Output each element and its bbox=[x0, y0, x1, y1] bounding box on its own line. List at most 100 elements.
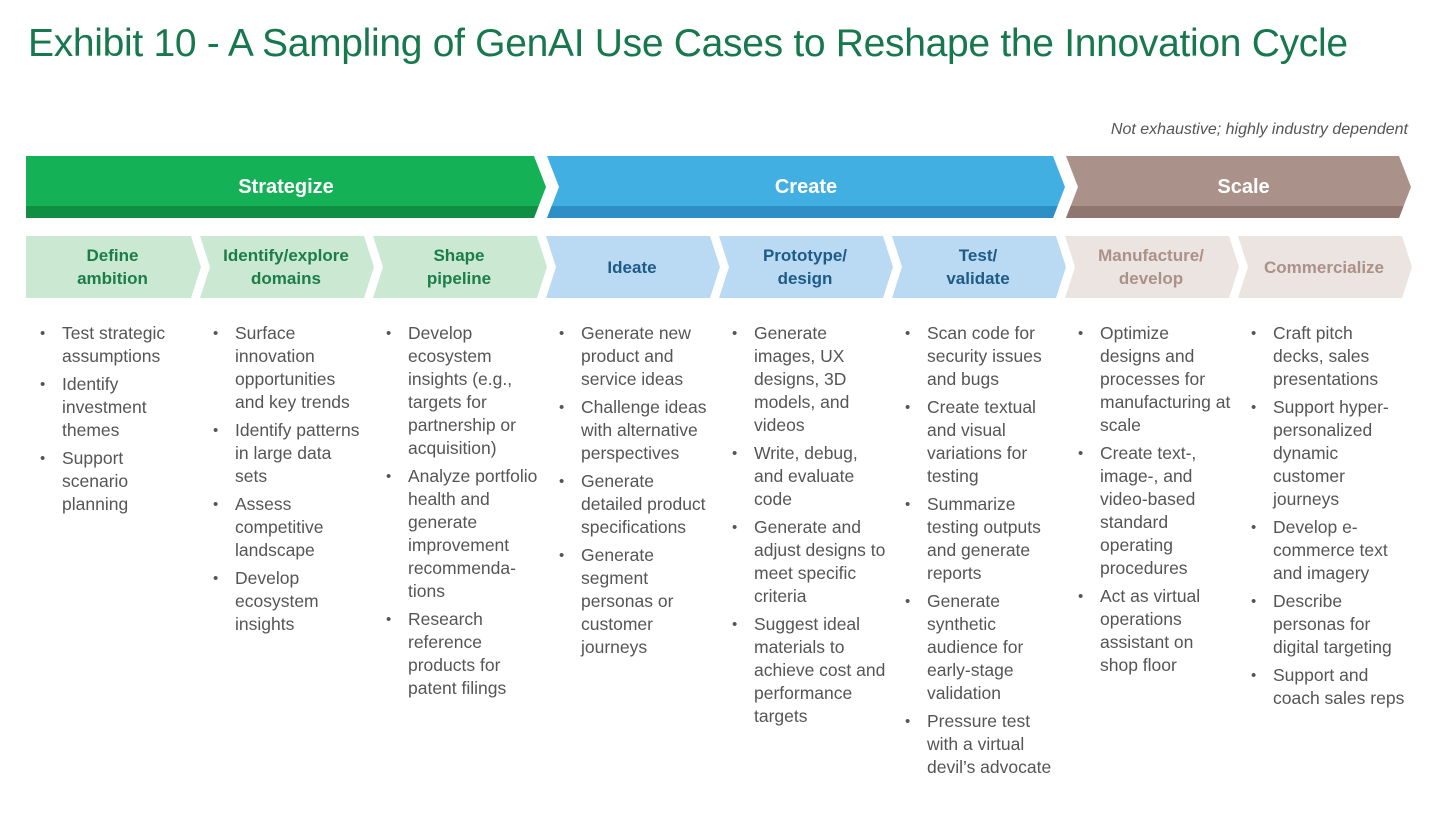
bullet-icon: • bbox=[1251, 667, 1257, 684]
step-manufacture-develop: Manufacture/ develop bbox=[1065, 236, 1239, 298]
step-label-prototype-design: Prototype/ design bbox=[762, 246, 848, 288]
use-case-list-ideate: •Generate new product and service ideas•… bbox=[545, 322, 713, 664]
use-case-item: •Generate segment personas or customer j… bbox=[545, 544, 713, 659]
use-case-item: •Test strategic assumptions bbox=[26, 322, 194, 368]
use-case-text: Develop e-commerce text and imagery bbox=[1273, 517, 1388, 583]
step-label-test-validate: Test/ validate bbox=[946, 246, 1010, 288]
bullet-icon: • bbox=[559, 399, 565, 416]
use-case-list-commercialize: •Craft pitch decks, sales presentations•… bbox=[1237, 322, 1405, 715]
bullet-icon: • bbox=[905, 325, 911, 342]
step-prototype-design: Prototype/ design bbox=[719, 236, 893, 298]
step-commercialize: Commercialize bbox=[1238, 236, 1412, 298]
step-arrow-icon bbox=[546, 236, 720, 298]
bullet-icon: • bbox=[732, 616, 738, 633]
step-arrow-icon bbox=[26, 236, 201, 298]
step-arrow-icon bbox=[1065, 236, 1239, 298]
use-case-item: • Generate synthetic audience for early-s… bbox=[891, 590, 1059, 705]
use-case-text: Analyze portfolio health and generate im… bbox=[408, 466, 538, 601]
bullet-icon: • bbox=[1251, 519, 1257, 536]
bullet-icon: • bbox=[905, 496, 911, 513]
bullet-icon: • bbox=[1251, 399, 1257, 416]
step-label-commercialize: Commercialize bbox=[1264, 257, 1384, 277]
bullet-icon: • bbox=[40, 376, 46, 393]
use-case-item: • Act as virtual operations assistant on … bbox=[1064, 585, 1232, 677]
use-case-item: • Develop e-commerce text and imagery bbox=[1237, 516, 1405, 585]
bullet-icon: • bbox=[905, 713, 911, 730]
use-case-item: •Optimize designs and processes for manu… bbox=[1064, 322, 1232, 437]
bullet-icon: • bbox=[386, 468, 392, 485]
bullet-icon: • bbox=[386, 325, 392, 342]
use-case-item: •Support scenario planning bbox=[26, 447, 194, 516]
use-case-text: Develop ecosystem insights bbox=[235, 568, 319, 634]
disclaimer-note: Not exhaustive; highly industry dependen… bbox=[1110, 121, 1408, 138]
step-arrow-icon bbox=[719, 236, 893, 298]
use-case-item: • Surface innovation opportunities and ke… bbox=[199, 322, 367, 414]
use-case-text: Identify investment themes bbox=[62, 374, 147, 440]
step-arrow-icon bbox=[1238, 236, 1412, 298]
use-case-text: Act as virtual operations assistant on s… bbox=[1100, 586, 1201, 675]
phase-create: Create bbox=[547, 156, 1065, 218]
use-case-item: • Support and coach sales reps bbox=[1237, 664, 1405, 710]
use-case-text: Develop ecosystem insights (e.g., target… bbox=[408, 323, 516, 458]
use-case-text: Craft pitch decks, sales presentations bbox=[1273, 323, 1379, 389]
step-arrow-icon bbox=[373, 236, 547, 298]
use-case-text: Assess competitive landscape bbox=[235, 494, 324, 560]
step-identify-explore-domains: Identify/explore domains bbox=[200, 236, 374, 298]
use-case-list-define-ambition: •Test strategic assumptions•Identify inv… bbox=[26, 322, 194, 521]
use-case-text: Identify patterns in large data sets bbox=[235, 420, 360, 486]
bullet-icon: • bbox=[213, 422, 219, 439]
use-case-item: • Develop ecosystem insights (e.g., targe… bbox=[372, 322, 540, 460]
use-case-text: Generate new product and service ideas bbox=[581, 323, 691, 389]
step-test-validate: Test/ validate bbox=[892, 236, 1066, 298]
bullet-icon: • bbox=[1078, 588, 1084, 605]
use-case-item: • Identify patterns in large data sets bbox=[199, 419, 367, 488]
use-case-text: Support and coach sales reps bbox=[1273, 665, 1405, 708]
use-case-list-shape-pipeline: • Develop ecosystem insights (e.g., targe… bbox=[372, 322, 540, 705]
use-case-list-manufacture-develop: •Optimize designs and processes for manu… bbox=[1064, 322, 1232, 682]
use-case-text: Create text-, image-, and video-based st… bbox=[1100, 443, 1197, 578]
use-case-item: • Summarize testing outputs and generate … bbox=[891, 493, 1059, 585]
use-case-item: •Generate and adjust designs to meet spe… bbox=[718, 516, 886, 608]
use-case-text: Generate segment personas or customer jo… bbox=[581, 545, 674, 657]
phase-scale: Scale bbox=[1066, 156, 1411, 218]
bullet-icon: • bbox=[40, 325, 46, 342]
step-label-define-ambition: Define ambition bbox=[77, 246, 148, 288]
use-case-item: •Describe personas for digital targeting bbox=[1237, 590, 1405, 659]
use-case-item: •Assess competitive landscape bbox=[199, 493, 367, 562]
use-case-text: Generate synthetic audience for early-st… bbox=[927, 591, 1024, 703]
phase-create-arrow-icon bbox=[547, 156, 1065, 218]
phase-strategize-arrow-icon bbox=[26, 156, 546, 218]
use-case-item: • Generate images, UX designs, 3D models,… bbox=[718, 322, 886, 437]
bullet-icon: • bbox=[386, 611, 392, 628]
use-case-item: •Research reference products for patent … bbox=[372, 608, 540, 700]
bullet-icon: • bbox=[732, 325, 738, 342]
step-ideate: Ideate bbox=[546, 236, 720, 298]
step-arrow-icon bbox=[892, 236, 1066, 298]
use-case-item: •Create text-, image-, and video-based s… bbox=[1064, 442, 1232, 580]
phase-strategize: Strategize bbox=[26, 156, 546, 218]
use-case-item: •Suggest ideal materials to achieve cost… bbox=[718, 613, 886, 728]
bullet-icon: • bbox=[905, 399, 911, 416]
bullet-icon: • bbox=[213, 325, 219, 342]
step-define-ambition: Define ambition bbox=[26, 236, 201, 298]
use-case-text: Summarize testing outputs and generate r… bbox=[927, 494, 1041, 583]
use-case-text: Scan code for security issues and bugs bbox=[927, 323, 1042, 389]
use-case-text: Generate images, UX designs, 3D models, … bbox=[754, 323, 850, 435]
use-case-item: • Identify investment themes bbox=[26, 373, 194, 442]
use-case-columns: •Test strategic assumptions•Identify inv… bbox=[0, 322, 1456, 822]
use-case-text: Challenge ideas with alternative perspec… bbox=[581, 397, 707, 463]
bullet-icon: • bbox=[905, 593, 911, 610]
use-case-item: • Challenge ideas with alternative perspe… bbox=[545, 396, 713, 465]
use-case-item: •Generate new product and service ideas bbox=[545, 322, 713, 391]
phase-label-strategize: Strategize bbox=[238, 175, 334, 198]
bullet-icon: • bbox=[559, 473, 565, 490]
use-case-list-test-validate: • Scan code for security issues and bugs •… bbox=[891, 322, 1059, 784]
step-label-manufacture-develop: Manufacture/ develop bbox=[1098, 246, 1204, 288]
bullet-icon: • bbox=[1251, 325, 1257, 342]
phase-scale-arrow-icon bbox=[1066, 156, 1411, 218]
use-case-item: • Pressure test with a virtual devil’s ad… bbox=[891, 710, 1059, 779]
use-case-text: Pressure test with a virtual devil’s adv… bbox=[927, 711, 1052, 777]
use-case-item: • Analyze portfolio health and generate i… bbox=[372, 465, 540, 603]
use-case-text: Surface innovation opportunities and key… bbox=[235, 323, 350, 412]
use-case-item: • Craft pitch decks, sales presentations bbox=[1237, 322, 1405, 391]
